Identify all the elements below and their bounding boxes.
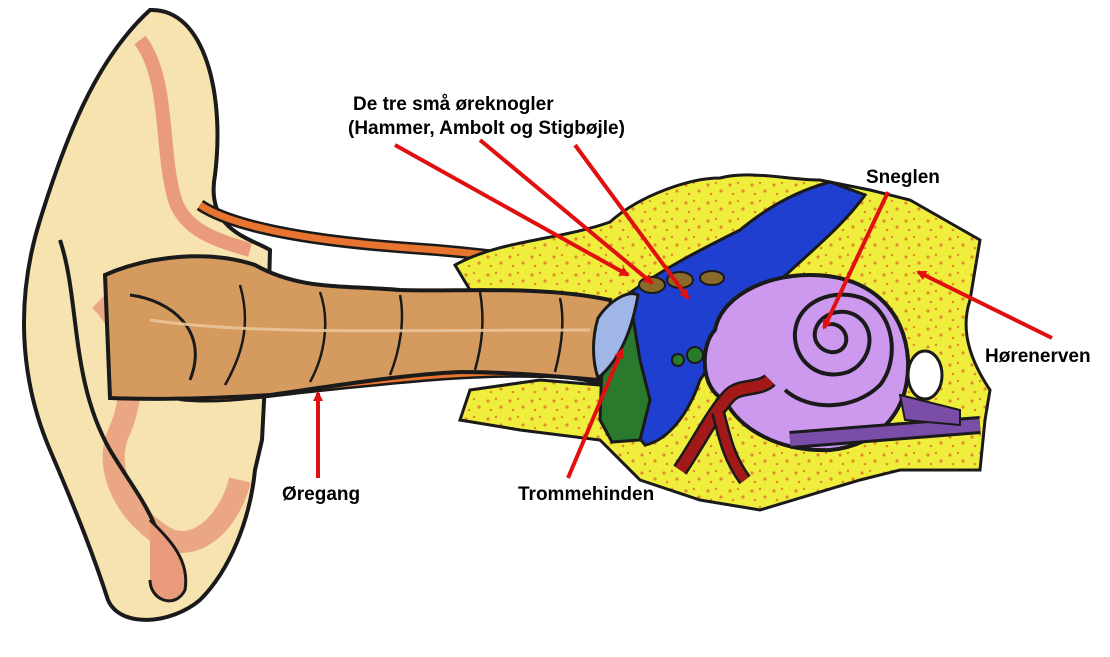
label-ossicles-line1: De tre små øreknogler bbox=[353, 93, 554, 117]
label-eardrum: Trommehinden bbox=[518, 483, 654, 507]
label-cochlea: Sneglen bbox=[866, 166, 940, 190]
label-ossicles-line2: (Hammer, Ambolt og Stigbøjle) bbox=[348, 117, 625, 141]
label-ear-canal: Øregang bbox=[282, 483, 360, 507]
label-auditory-nerve: Hørenerven bbox=[985, 345, 1091, 369]
